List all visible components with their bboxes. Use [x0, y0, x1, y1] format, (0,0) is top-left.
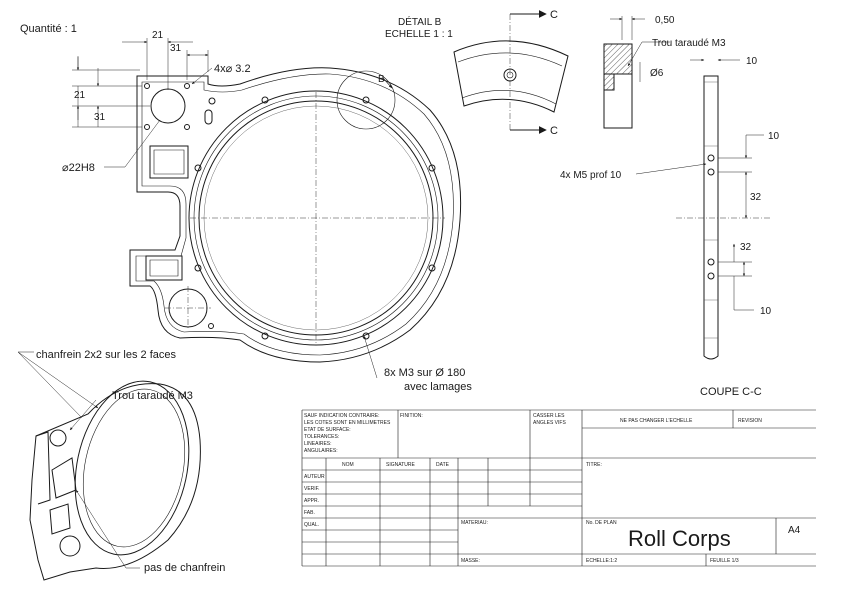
m5-hole-1	[707, 154, 715, 162]
dim-32-b: 32	[740, 242, 752, 253]
plate-inner-edge	[135, 73, 454, 356]
m3-callout-line1: 8x M3 sur Ø 180	[384, 367, 465, 379]
note-3: TOLERANCES:	[304, 434, 339, 440]
no-scale-label: NE PAS CHANGER L'ECHELLE	[620, 418, 693, 424]
masse-label: MASSE:	[461, 558, 480, 564]
bore-label: ⌀22H8	[62, 162, 95, 174]
hole-3-2	[144, 83, 150, 89]
note-5: ANGULAIRES:	[304, 448, 338, 454]
chamfer-label: chanfrein 2x2 sur les 2 faces	[36, 349, 177, 361]
dimensions-main	[72, 38, 378, 379]
plate-outline	[129, 67, 462, 363]
main-view: B 21 31 21 31	[62, 30, 472, 393]
holes-label: 4x⌀ 3.2	[214, 63, 251, 75]
finish-label: FINITION:	[400, 413, 423, 419]
feuille-label: FEUILLE 1/3	[710, 558, 739, 564]
quantity-label: Quantité : 1	[20, 23, 77, 35]
format-label: A4	[788, 525, 801, 536]
small-section-view: 0,50 Trou taraudé M3 Ø6 10	[603, 15, 758, 129]
plan-title: Roll Corps	[628, 526, 731, 551]
plan-no-label: No. DE PLAN	[586, 520, 617, 526]
dim-10-top: 10	[768, 131, 780, 142]
section-cc-outline	[703, 75, 719, 360]
iso-view: chanfrein 2x2 sur les 2 faces Trou tarau…	[17, 349, 225, 581]
section-cc-view: 10 32 32 10 4x M5 prof 10 COUPE C-C	[560, 75, 780, 398]
materiau-label: MATERIAU:	[461, 520, 488, 526]
dim-31-left: 31	[94, 112, 106, 123]
row-verif: VERIF.	[304, 486, 320, 492]
note-2: ETAT DE SURFACE:	[304, 427, 351, 433]
thread-label-iso: Trou taraudé M3	[112, 390, 193, 402]
no-chamfer-label: pas de chanfrein	[144, 562, 225, 574]
detail-b-title: DÉTAIL B	[398, 15, 442, 28]
row-qual: QUAL.	[304, 522, 319, 528]
thread-label-small: Trou taraudé M3	[652, 38, 726, 49]
dim-32-a: 32	[750, 192, 762, 203]
revision-label: REVISION	[738, 418, 762, 424]
echelle-label: ECHELLE:1:2	[586, 558, 617, 564]
dim-31-top: 31	[170, 43, 182, 54]
note-1: LES COTES SONT EN MILLIMETRES	[304, 420, 391, 426]
detail-b-scale: ECHELLE 1 : 1	[385, 29, 453, 40]
titre-label: TITRE:	[586, 462, 602, 468]
pocket-upper	[149, 145, 189, 179]
bore-22h8	[150, 88, 186, 124]
row-appr: APPR.	[304, 498, 319, 504]
pocket-lower	[145, 255, 183, 281]
iso-bore-small	[49, 429, 67, 447]
dim-21-top: 21	[152, 30, 164, 41]
note-4: LINEAIRES:	[304, 441, 332, 447]
break-edges-1: CASSER LES	[533, 413, 565, 419]
iso-bore	[74, 380, 190, 556]
dim-050: 0,50	[655, 15, 675, 26]
section-mark-bottom: C	[550, 125, 558, 137]
dim-10-bottom: 10	[760, 306, 772, 317]
title-block: SAUF INDICATION CONTRAIRE: LES COTES SON…	[301, 409, 816, 567]
slot	[204, 109, 213, 125]
m5-label: 4x M5 prof 10	[560, 170, 622, 181]
dim-10-small: 10	[746, 56, 758, 67]
note-0: SAUF INDICATION CONTRAIRE:	[304, 413, 379, 419]
m3-holes	[194, 96, 436, 340]
iso-outline	[29, 383, 201, 581]
dia6-label: Ø6	[650, 68, 664, 79]
col-signature: SIGNATURE	[386, 462, 415, 468]
col-date: DATE	[436, 462, 450, 468]
break-edges-2: ANGLES VIFS	[533, 420, 566, 426]
col-name: NOM	[342, 462, 354, 468]
row-auteur: AUTEUR	[304, 474, 325, 480]
detail-b-tag: B	[378, 74, 385, 85]
section-mark-top: C	[550, 9, 558, 21]
section-hatch-upper	[603, 43, 633, 75]
m3-callout-line2: avec lamages	[404, 381, 472, 393]
detail-b-arc	[453, 40, 569, 113]
detail-b-circle	[336, 70, 396, 130]
dim-21-left: 21	[74, 90, 86, 101]
detail-b-view: DÉTAIL B ECHELLE 1 : 1 C C	[385, 9, 569, 137]
row-fab: FAB.	[304, 510, 315, 516]
section-cc-title: COUPE C-C	[700, 386, 762, 398]
